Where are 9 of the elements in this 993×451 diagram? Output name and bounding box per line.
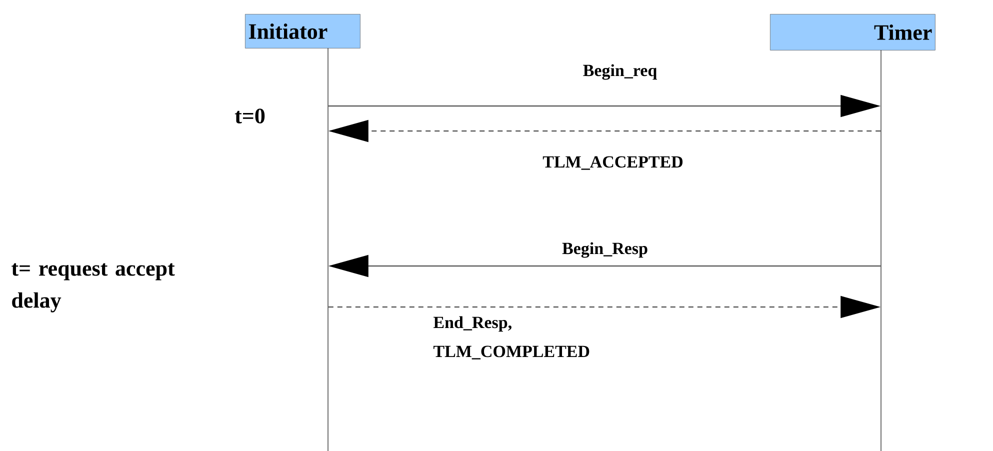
time-label: t= request accept delay — [12, 263, 175, 312]
participant-box: Initiator — [245, 14, 360, 48]
participant-box: Timer — [770, 14, 936, 50]
edge-label: Begin_req — [583, 64, 657, 80]
lifeline — [880, 50, 882, 451]
edge-label: TLM_ACCEPTED — [542, 156, 683, 170]
edge-label: End_Resp, TLM_COMPLETED — [433, 316, 590, 360]
time-label: t=0 — [234, 108, 265, 124]
edge-label: Begin_Resp — [562, 242, 648, 258]
